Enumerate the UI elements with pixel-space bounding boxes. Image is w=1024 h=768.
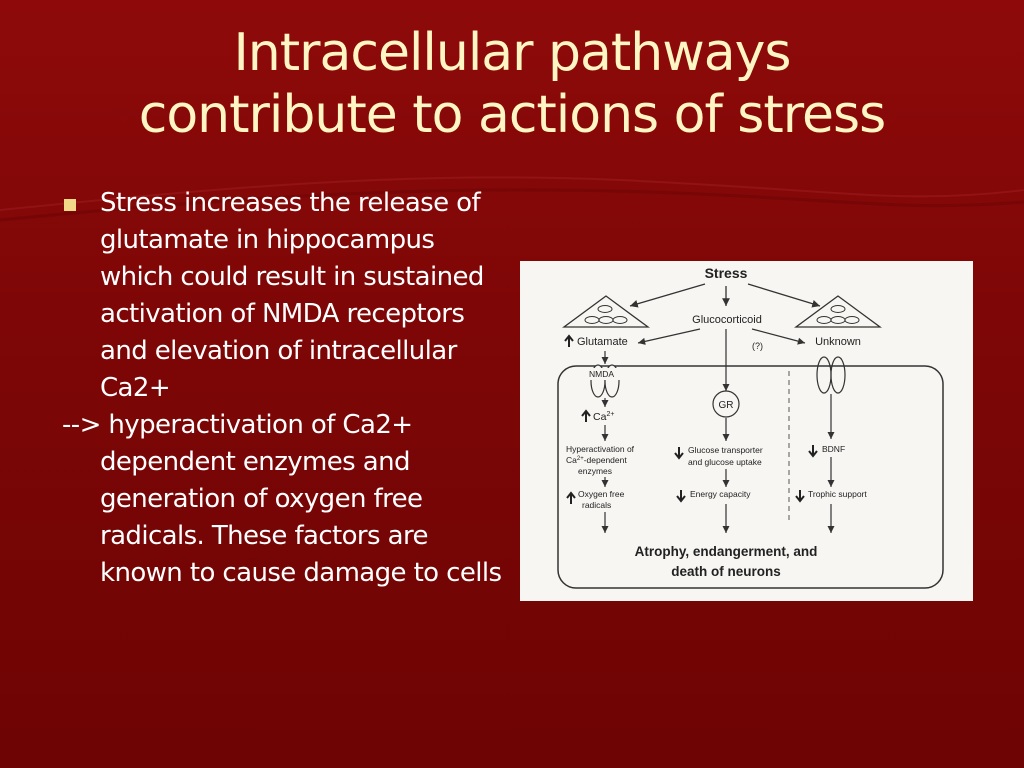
title-line-2: contribute to actions of stress — [138, 85, 886, 145]
down-arrow-icon — [674, 447, 684, 460]
up-arrow-icon — [581, 409, 591, 422]
right-neuron-icon — [794, 295, 882, 328]
continuation-text: --> hyperactivation of Ca2+ dependent en… — [62, 410, 502, 588]
ca-label: Ca2+ — [593, 411, 614, 423]
pathway-diagram-svg: Stress Glucocorticoid Glutamate Unknown … — [557, 265, 944, 589]
arrow-gc-right — [751, 328, 806, 345]
down-arrow-icon — [808, 445, 818, 458]
energy-label: Energy capacity — [690, 489, 751, 499]
gr-label: GR — [719, 400, 734, 411]
trophic-label: Trophic support — [808, 489, 867, 499]
bullet-text: Stress increases the release of glutamat… — [100, 188, 484, 403]
hyperactivation-label: Hyperactivation of Ca2+-dependent enzyme… — [566, 444, 636, 476]
square-bullet-icon — [64, 199, 76, 211]
glutamate-label: Glutamate — [577, 336, 628, 348]
slide-title: Intracellular pathways contribute to act… — [0, 22, 1024, 146]
arrow-gc-left — [637, 328, 701, 345]
outcome-line-1: Atrophy, endangerment, and — [635, 544, 818, 559]
arrow-stress-right — [747, 283, 821, 308]
left-neuron-icon — [562, 295, 650, 328]
background-wave — [0, 176, 1024, 222]
receptor-channel-icon — [816, 356, 846, 394]
question-label: (?) — [752, 341, 763, 351]
arrow-stress-left — [629, 283, 706, 308]
unknown-label: Unknown — [815, 336, 861, 348]
glucocorticoid-label: Glucocorticoid — [692, 314, 762, 326]
down-arrow-icon — [795, 490, 805, 503]
cell-outline — [557, 365, 944, 589]
bdnf-label: BDNF — [822, 444, 845, 454]
nmda-label: NMDA — [589, 369, 614, 379]
glucose-label: Glucose transporter and glucose uptake — [688, 445, 765, 467]
pathway-diagram: Stress Glucocorticoid Glutamate Unknown … — [520, 261, 973, 601]
bullet-list: Stress increases the release of glutamat… — [62, 185, 512, 592]
down-arrow-icon — [676, 490, 686, 503]
oxygen-label: Oxygen free radicals — [578, 489, 627, 510]
up-arrow-icon — [566, 491, 576, 504]
title-line-1: Intracellular pathways — [233, 23, 791, 83]
bullet-item: Stress increases the release of glutamat… — [62, 185, 512, 407]
gr-receptor-icon — [712, 390, 740, 418]
up-arrow-icon — [564, 334, 574, 347]
outcome-line-2: death of neurons — [671, 564, 781, 579]
stress-label: Stress — [705, 265, 748, 281]
